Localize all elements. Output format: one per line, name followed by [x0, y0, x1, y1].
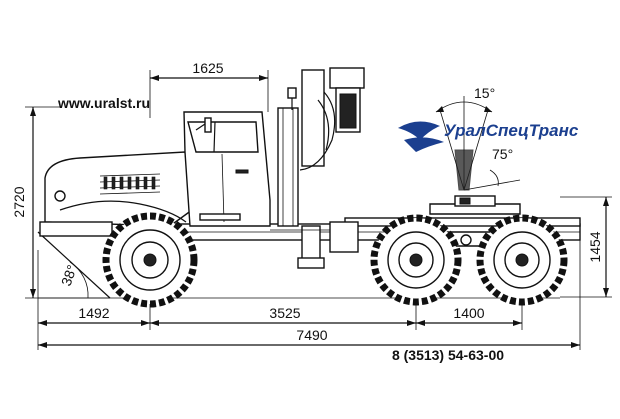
website-link[interactable]: www.uralst.ru	[57, 95, 150, 111]
angle-top-label: 15°	[474, 85, 495, 101]
front-to-crane-label: 1625	[192, 60, 223, 76]
fifth-wheel-height-label: 1454	[587, 231, 603, 262]
dimension-overall-length: 7490 8 (3513) 54-63-00	[38, 327, 580, 363]
rear-axle-spacing-label: 1400	[453, 305, 484, 321]
front-overhang-label: 1492	[78, 305, 109, 321]
approach-angle-label: 38°	[58, 263, 80, 288]
dimension-fifth-wheel-height: 1454	[560, 196, 612, 298]
logo-brand-text: УралСпецТранс	[444, 121, 579, 140]
overall-length-label: 7490	[296, 327, 327, 343]
crane-manipulator	[270, 67, 365, 269]
wheelbase-label: 3525	[269, 305, 300, 321]
fifth-wheel-angles: 15° 75°	[435, 85, 521, 191]
front-wheel	[102, 212, 198, 308]
cab	[183, 111, 271, 227]
rear-wheel-2	[476, 214, 568, 306]
contact-phone[interactable]: 8 (3513) 54-63-00	[392, 347, 504, 363]
height-total-label: 2720	[11, 186, 27, 217]
angle-side-label: 75°	[492, 146, 513, 162]
company-logo: УралСпецТранс	[398, 121, 579, 152]
rear-wheel-1	[370, 214, 462, 306]
approach-angle: 38°	[37, 231, 111, 299]
dimension-front-to-crane: 1625	[149, 60, 269, 118]
logo-swoosh-icon	[398, 121, 440, 140]
